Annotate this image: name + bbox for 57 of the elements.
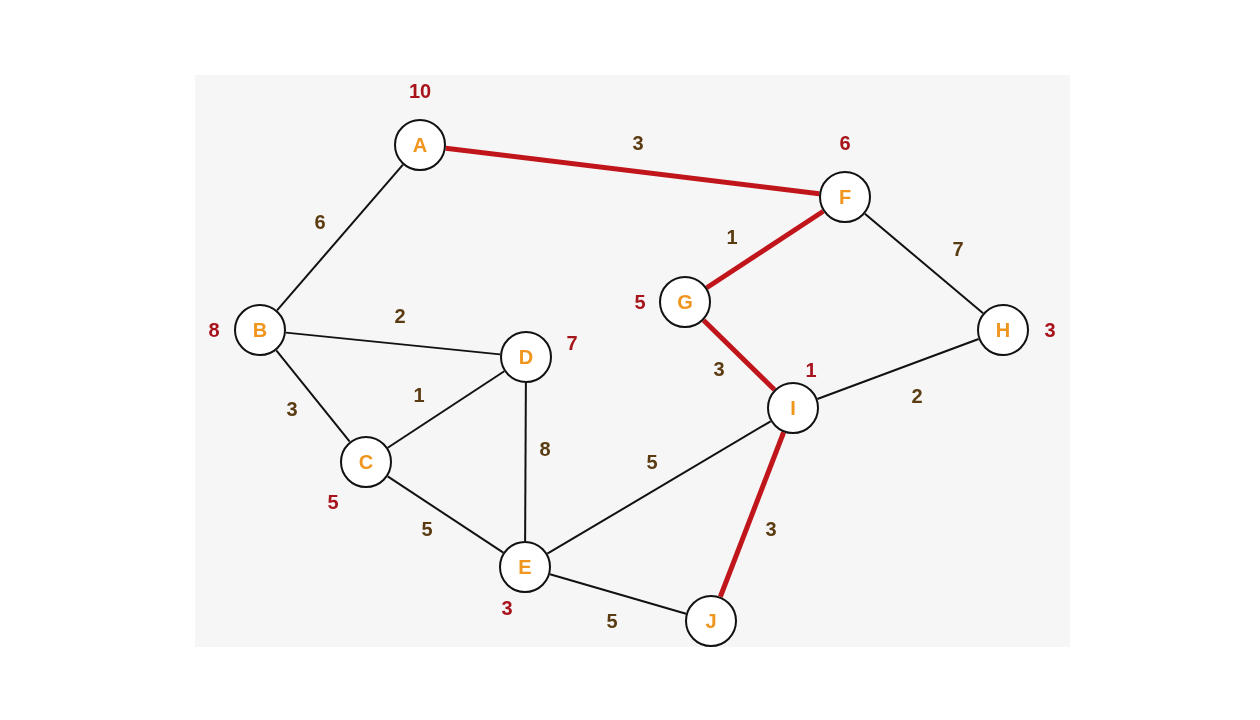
highlighted-edge <box>718 431 786 598</box>
edge-line <box>546 420 772 555</box>
edge-weight: 5 <box>646 452 658 472</box>
graph-node <box>500 331 552 383</box>
node-letter: G <box>677 292 693 312</box>
highlighted-edge <box>705 209 825 290</box>
edge-weight: 3 <box>286 399 298 419</box>
graph-node <box>767 382 819 434</box>
edge-weight: 5 <box>606 611 618 631</box>
graph-node <box>499 541 551 593</box>
edge-line <box>548 573 688 615</box>
edge-line <box>524 382 527 542</box>
edge-weight: 2 <box>911 386 923 406</box>
edge-weight: 1 <box>726 227 738 247</box>
graph-node <box>659 276 711 328</box>
node-letter: H <box>995 320 1011 340</box>
node-letter: F <box>838 187 852 207</box>
edge-weight: 7 <box>952 239 964 259</box>
node-letter: B <box>252 320 268 340</box>
heuristic-value: 1 <box>805 360 817 380</box>
graph-node <box>340 436 392 488</box>
heuristic-value: 8 <box>208 320 220 340</box>
node-letter: I <box>790 398 796 418</box>
heuristic-value: 5 <box>327 492 339 512</box>
edge-line <box>386 370 506 449</box>
edge-weight: 2 <box>394 306 406 326</box>
heuristic-value: 6 <box>839 133 851 153</box>
edge-line <box>284 331 502 356</box>
graph-node <box>685 595 737 647</box>
edge-weight: 3 <box>713 359 725 379</box>
edge-weight: 1 <box>413 385 425 405</box>
edge-line <box>386 475 505 554</box>
edge-weight: 8 <box>539 439 551 459</box>
edge-weight: 5 <box>421 519 433 539</box>
edge-weight: 3 <box>632 133 644 153</box>
node-letter: E <box>518 557 532 577</box>
heuristic-value: 3 <box>1044 320 1056 340</box>
graph-node <box>394 119 446 171</box>
highlighted-edge <box>445 145 820 197</box>
heuristic-value: 10 <box>408 81 432 101</box>
heuristic-value: 5 <box>634 292 646 312</box>
edge-line <box>863 212 985 315</box>
graph-node <box>977 304 1029 356</box>
edge-line <box>816 338 980 400</box>
node-letter: A <box>412 135 428 155</box>
highlighted-edge <box>701 318 777 392</box>
node-letter: J <box>705 611 717 631</box>
heuristic-value: 3 <box>501 598 513 618</box>
graph-node <box>819 171 871 223</box>
node-letter: C <box>358 452 374 472</box>
node-letter: D <box>518 347 534 367</box>
graph-node <box>234 304 286 356</box>
edge-line <box>276 163 404 312</box>
edge-line <box>275 349 351 443</box>
edge-weight: 3 <box>765 519 777 539</box>
edge-weight: 6 <box>314 212 326 232</box>
heuristic-value: 7 <box>566 333 578 353</box>
